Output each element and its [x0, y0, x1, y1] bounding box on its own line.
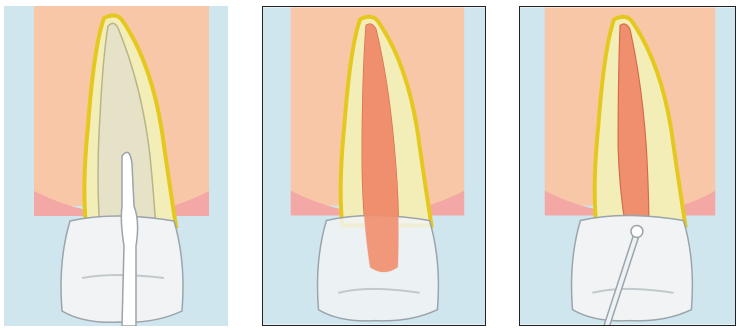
panel-open-canal [4, 6, 228, 326]
tooth-diagram-1 [4, 6, 228, 326]
tooth-diagram-2 [263, 7, 485, 325]
panel-condensed-filling [519, 6, 736, 326]
panel-obturated-canal [262, 6, 486, 326]
tooth-diagram-3 [520, 7, 735, 325]
condenser-tip [631, 225, 643, 237]
